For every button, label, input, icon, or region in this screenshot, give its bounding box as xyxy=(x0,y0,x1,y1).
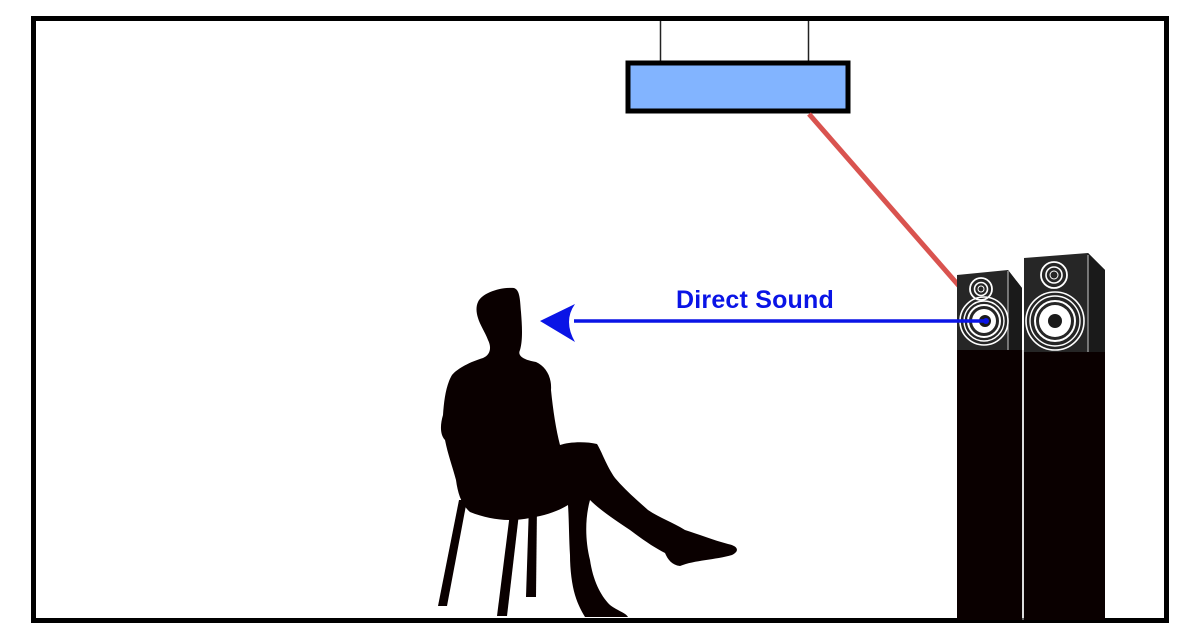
direct-sound-arrow xyxy=(540,304,989,342)
direct-sound-label: Direct Sound xyxy=(676,286,834,314)
chair-legs xyxy=(438,500,537,616)
ceiling-acoustic-panel xyxy=(625,60,851,114)
speaker-stands xyxy=(957,350,1105,620)
ceiling-panel-hangers xyxy=(659,21,810,62)
seated-person-silhouette xyxy=(440,287,737,617)
floor-standing-speaker-right xyxy=(1024,253,1105,352)
